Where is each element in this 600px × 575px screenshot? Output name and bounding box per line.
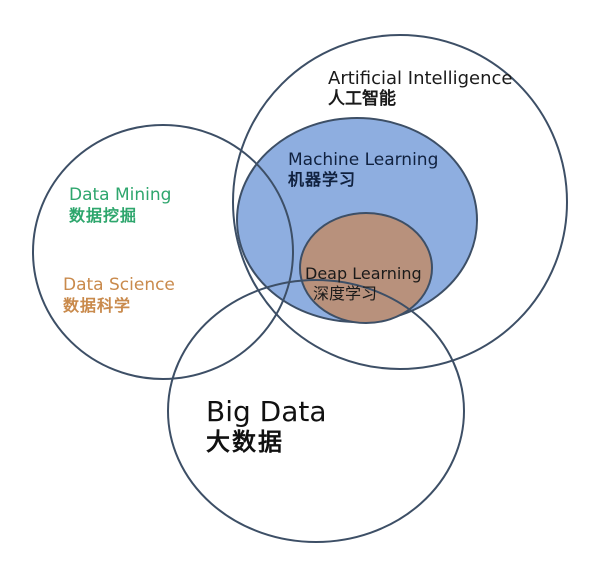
data-mining-en: Data Mining [69, 185, 172, 205]
artificial-intelligence-label: Artificial Intelligence 人工智能 [328, 68, 513, 109]
data-mining-label: Data Mining 数据挖掘 [69, 185, 172, 225]
artificial-intelligence-en: Artificial Intelligence [328, 68, 513, 89]
deep-learning-en: Deap Learning [305, 264, 422, 283]
data-mining-zh: 数据挖掘 [69, 205, 138, 225]
deep-learning-label: Deap Learning 深度学习 [305, 264, 422, 303]
big-data-label: Big Data 大数据 [206, 397, 327, 456]
data-mining-science-circle [32, 124, 294, 380]
data-science-label: Data Science 数据科学 [63, 275, 175, 315]
artificial-intelligence-zh: 人工智能 [328, 88, 396, 109]
big-data-zh: 大数据 [206, 428, 284, 457]
machine-learning-en: Machine Learning [288, 150, 439, 170]
machine-learning-label: Machine Learning 机器学习 [288, 150, 439, 189]
artificial-intelligence-circle [232, 34, 568, 370]
machine-learning-zh: 机器学习 [288, 169, 357, 189]
big-data-en: Big Data [206, 395, 327, 428]
big-data-circle [167, 279, 465, 543]
deep-learning-ellipse [299, 212, 433, 324]
deep-learning-zh: 深度学习 [313, 283, 378, 303]
data-science-zh: 数据科学 [63, 295, 132, 315]
data-science-en: Data Science [63, 275, 175, 295]
